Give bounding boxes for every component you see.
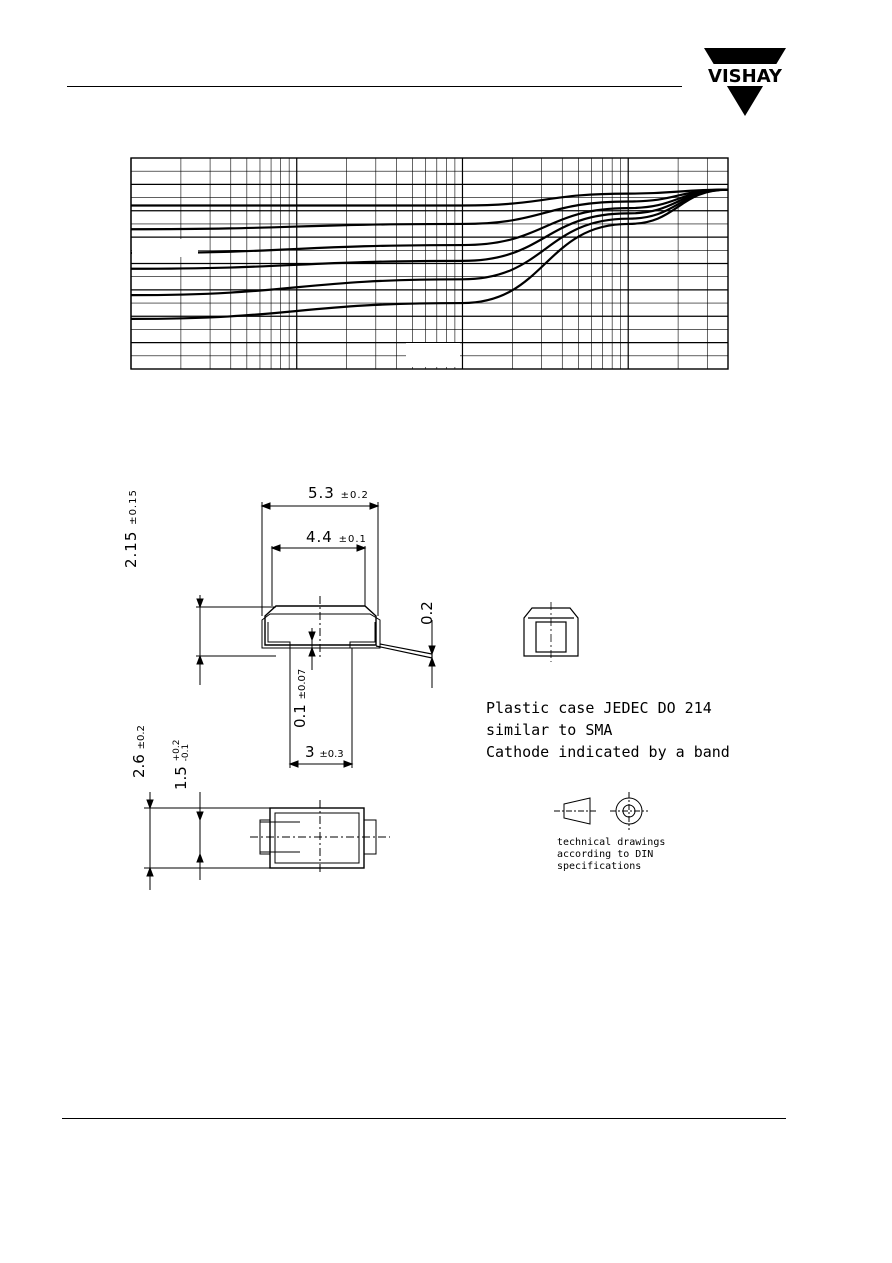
- chart-series-line-1: [130, 188, 729, 207]
- chart-label-mask-2: [406, 343, 460, 367]
- dim-width-body-value: 4.4: [306, 528, 333, 546]
- chart-frame: [130, 157, 729, 370]
- chart-series-line-3: [130, 188, 729, 255]
- dim-depth-tol: ±0.2: [136, 725, 147, 750]
- dim-height: 2.15 ±0.15: [122, 468, 140, 568]
- dim-lead-thickness-value: 0.1: [291, 704, 309, 728]
- chart-series: [130, 188, 729, 320]
- chart-grid-major: [130, 158, 728, 369]
- dim-height-value: 2.15: [122, 530, 140, 568]
- dim-height-tol: ±0.15: [128, 489, 139, 525]
- body-bottom-view: [269, 807, 365, 869]
- dim-width-total-tol: ±0.2: [340, 490, 369, 501]
- body-side-view: [264, 605, 377, 646]
- package-note-line-2: similar to SMA: [486, 721, 613, 739]
- dim-width-total: 5.3 ±0.2: [308, 484, 369, 502]
- chart-series-line-5: [130, 188, 729, 297]
- dim-lead-length: 3 ±0.3: [305, 743, 344, 761]
- circle-view-icon: [615, 797, 643, 825]
- dim-width-total-value: 5.3: [308, 484, 335, 502]
- vishay-logo: VISHAY: [702, 48, 788, 116]
- dim-lead-thickness-tol: ±0.07: [297, 668, 308, 700]
- header-rule: [67, 86, 682, 87]
- package-end-view: [523, 602, 579, 662]
- lead-frame: [261, 613, 381, 649]
- dim-depth-value: 2.6: [130, 754, 148, 778]
- dim-lead-width: 1.5 +0.2 -0.1: [172, 740, 191, 791]
- projection-note-line-1: technical drawings: [557, 837, 666, 848]
- dim-lead-angle-value: 0.2: [418, 601, 436, 625]
- chart-series-line-2: [130, 188, 729, 231]
- package-notes: Plastic case JEDEC DO 214 similar to SMA…: [486, 697, 730, 763]
- package-drawing: [144, 502, 436, 890]
- dim-width-body-tol: ±0.1: [338, 534, 367, 545]
- package-note-line-1: Plastic case JEDEC DO 214: [486, 699, 712, 717]
- dim-lead-length-value: 3: [305, 743, 315, 761]
- dim-lead-thickness: 0.1 ±0.07: [291, 669, 309, 728]
- footer-rule: [62, 1118, 786, 1119]
- projection-symbol: [554, 792, 648, 830]
- dim-lead-angle: 0.2: [418, 601, 436, 625]
- package-note-line-3: Cathode indicated by a band: [486, 743, 730, 761]
- chart: [130, 157, 729, 370]
- dim-lead-width-value: 1.5: [172, 766, 190, 790]
- chart-label-mask-1: [132, 239, 198, 257]
- dim-width-body: 4.4 ±0.1: [306, 528, 367, 546]
- projection-note-line-2: according to DIN: [557, 849, 654, 860]
- dim-depth: 2.6 ±0.2: [130, 725, 148, 778]
- projection-note-line-3: specifications: [557, 861, 642, 872]
- dim-lead-length-tol: ±0.3: [319, 749, 344, 760]
- dim-lead-width-tol-minus: -0.1: [180, 743, 191, 762]
- lead-right: [375, 643, 433, 659]
- projection-note: technical drawings according to DIN spec…: [557, 837, 665, 873]
- chart-series-line-6: [130, 188, 729, 320]
- chart-series-line-4: [130, 188, 729, 270]
- cone-view-icon: [563, 797, 591, 825]
- svg-text:VISHAY: VISHAY: [708, 66, 783, 87]
